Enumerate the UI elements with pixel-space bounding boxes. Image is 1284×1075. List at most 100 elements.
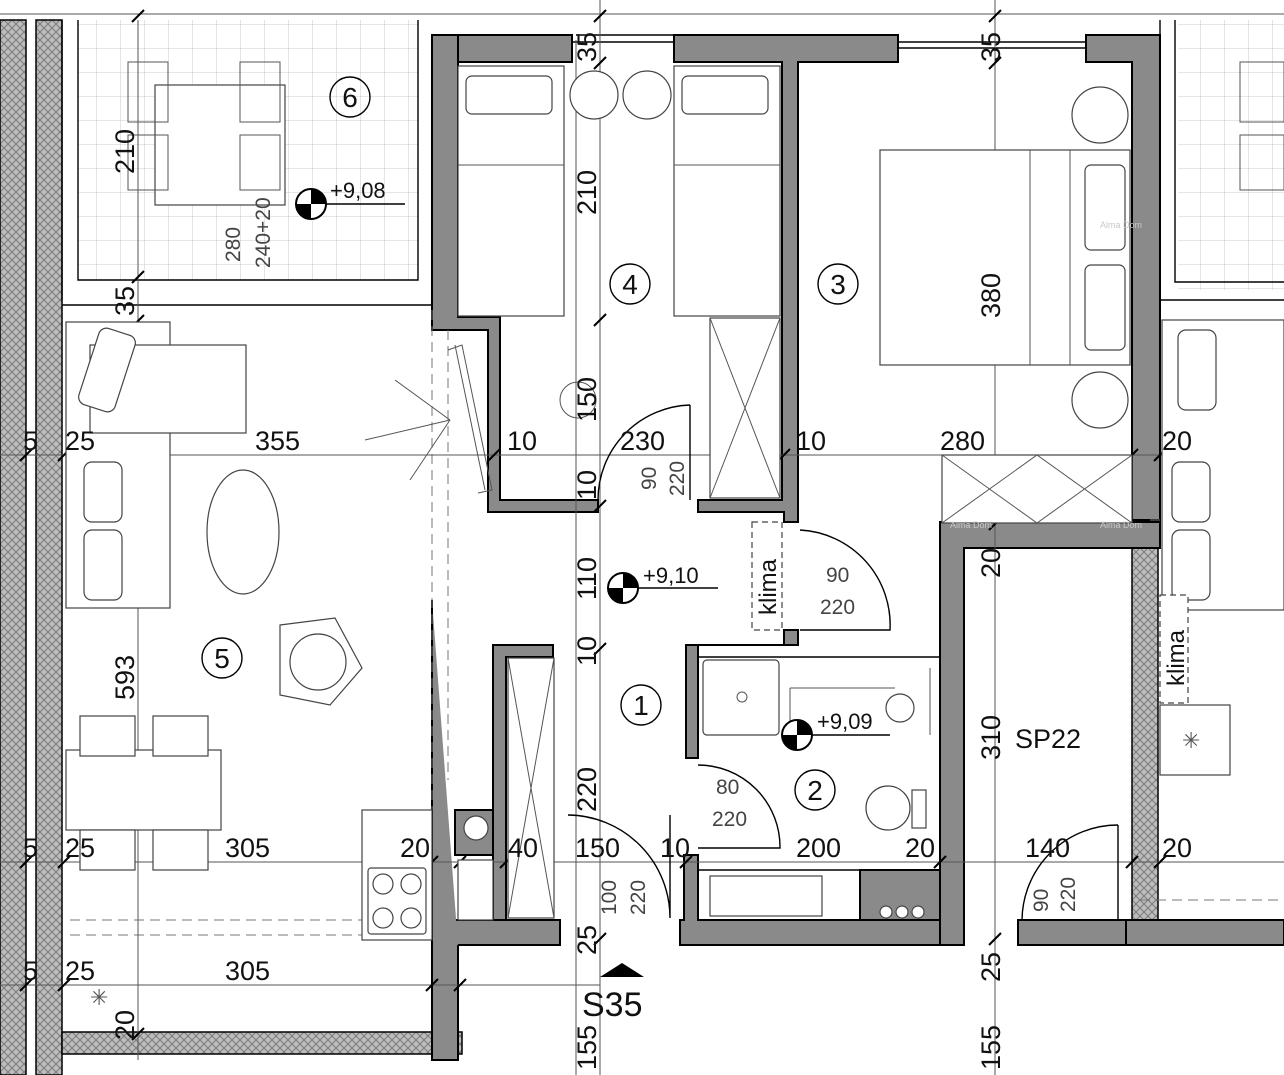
- right-unit-furniture: [1159, 319, 1284, 776]
- terrace-label-a: 280: [222, 227, 245, 262]
- bed-room-3: [879, 86, 1133, 524]
- dim-10-r1b: 10: [796, 426, 826, 456]
- dim-355: 355: [255, 426, 300, 456]
- dim-25-r3a: 25: [65, 956, 95, 986]
- room-4-circle: [609, 263, 651, 305]
- dim-230: 230: [620, 426, 665, 456]
- living-furniture: [65, 321, 555, 941]
- door-label-room3: 90 220: [820, 564, 855, 619]
- room-6-circle: [329, 76, 371, 118]
- bottom-wall-left: [61, 1031, 463, 1055]
- watermark-3: Alma Dom: [1100, 220, 1142, 230]
- dim-110: 110: [572, 557, 602, 600]
- dim-20-r2c: 20: [1162, 833, 1192, 863]
- dim-25-v1: 25: [572, 925, 602, 955]
- terrace-right-tiles: [1178, 20, 1284, 290]
- terrace-edges: [61, 20, 1284, 306]
- dim-280: 280: [940, 426, 985, 456]
- asterisk-right: ✳: [1182, 729, 1200, 754]
- room-5-circle: [201, 637, 243, 679]
- structural-walls: [431, 34, 1284, 1061]
- svg-text:80: 80: [716, 776, 739, 799]
- svg-text:220: 220: [627, 880, 650, 915]
- level-marker-bath: [781, 719, 890, 751]
- room-1-number: 1: [633, 690, 649, 721]
- level-hall: +9,10: [643, 563, 699, 588]
- terrace-label-b: 240+20: [252, 197, 275, 268]
- dim-150-r2: 150: [575, 833, 620, 863]
- dim-25-v2: 25: [976, 952, 1006, 982]
- dim-380: 380: [976, 273, 1006, 318]
- dim-10-r1a: 10: [507, 426, 537, 456]
- svg-text:220: 220: [666, 461, 689, 496]
- room-1-circle: [620, 684, 662, 726]
- terrace-furniture: [127, 61, 1284, 206]
- outer-wall-left-b: [35, 19, 63, 1075]
- dim-40: 40: [508, 833, 538, 863]
- section-arrow: [600, 963, 644, 977]
- dim-5-r3: 5: [23, 956, 38, 986]
- bathroom-fixtures: [702, 659, 931, 919]
- svg-text:100: 100: [598, 880, 621, 915]
- dim-10-v1: 10: [572, 470, 602, 500]
- climate-label-right: klima: [1163, 629, 1190, 686]
- dim-5-r2: 5: [23, 833, 38, 863]
- asterisk-left: ✳: [90, 986, 108, 1011]
- dim-150-room4: 150: [572, 377, 602, 422]
- level-bath: +9,09: [817, 709, 873, 734]
- room-3-circle: [817, 263, 859, 305]
- dim-35-terrace: 35: [110, 286, 140, 316]
- climate-label-left: klima: [755, 558, 782, 615]
- door-label-room2: 80 220: [712, 776, 747, 831]
- dim-305-r2: 305: [225, 833, 270, 863]
- svg-text:220: 220: [1057, 877, 1080, 912]
- dim-310: 310: [976, 715, 1006, 760]
- dim-20-v-bottom: 20: [110, 1010, 140, 1040]
- outer-wall-right: [1131, 519, 1159, 941]
- outer-wall-left-a: [0, 19, 27, 1075]
- dim-20-r1: 20: [1162, 426, 1192, 456]
- svg-text:220: 220: [712, 808, 747, 831]
- dim-25-r2: 25: [65, 833, 95, 863]
- dim-140: 140: [1025, 833, 1070, 863]
- dim-5-r1: 5: [23, 426, 38, 456]
- dim-155-left: 155: [572, 1025, 602, 1070]
- beds-room-4: [457, 65, 781, 499]
- dim-593: 593: [110, 655, 140, 700]
- partition-lines: [572, 34, 1086, 871]
- level-marker-hall: [607, 572, 718, 604]
- section-marker: S35: [582, 986, 643, 1024]
- dim-20-r2b: 20: [905, 833, 935, 863]
- svg-text:90: 90: [826, 564, 849, 587]
- dim-25-r1: 25: [65, 426, 95, 456]
- svg-text:90: 90: [638, 467, 661, 490]
- room-4-number: 4: [622, 269, 638, 300]
- dim-10-r2: 10: [660, 833, 690, 863]
- dim-200: 200: [796, 833, 841, 863]
- storage-label: SP22: [1015, 724, 1081, 754]
- doors: [567, 404, 1189, 921]
- dimension-ticks: [19, 9, 1167, 1041]
- room-3-number: 3: [830, 269, 846, 300]
- dim-20-v-storage: 20: [976, 548, 1006, 578]
- room-2-circle: [794, 769, 836, 811]
- dim-210-terrace: 210: [110, 129, 140, 174]
- watermark-1: Alma Dom: [950, 520, 992, 530]
- dim-210-room4: 210: [572, 170, 602, 215]
- room-5-number: 5: [214, 643, 230, 674]
- svg-text:90: 90: [1030, 889, 1053, 912]
- watermark-2: Alma Dom: [1100, 520, 1142, 530]
- level-terrace: +9,08: [330, 178, 386, 203]
- wardrobe-circle: [559, 381, 597, 419]
- door-label-room4: 90 220: [638, 461, 689, 496]
- door-label-storage: 90 220: [1030, 877, 1080, 912]
- dim-10-v2: 10: [572, 636, 602, 666]
- dim-305-r3: 305: [225, 956, 270, 986]
- dashed-lines: [70, 310, 1284, 940]
- dim-220-hall: 220: [572, 767, 602, 812]
- dim-20-r2a: 20: [400, 833, 430, 863]
- room-6-number: 6: [342, 82, 358, 113]
- dim-35-top-right: 35: [976, 32, 1006, 62]
- dim-35-top-left: 35: [572, 32, 602, 62]
